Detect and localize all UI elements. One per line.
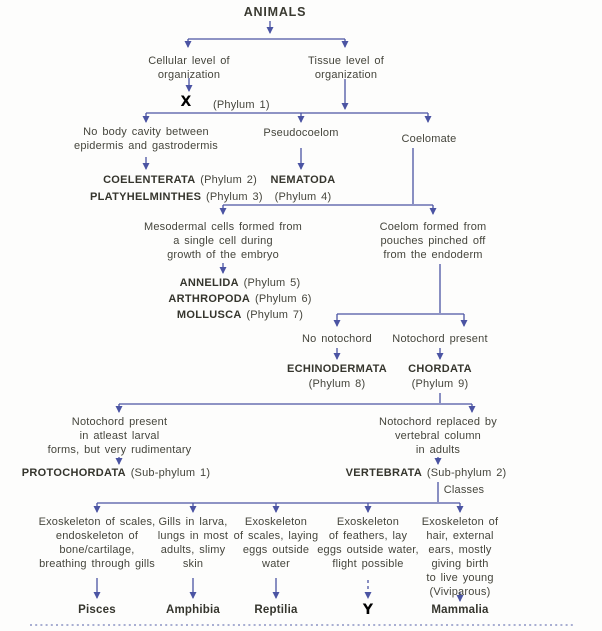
node-aves-desc: Exoskeleton of feathers, lay eggs outsid…: [317, 516, 419, 570]
node-amphibia: Amphibia: [166, 604, 220, 616]
node-notochord-present: Notochord present: [392, 333, 488, 345]
taxon-rank: (Phylum 2): [200, 174, 257, 186]
node-chordata-rank: (Phylum 9): [411, 378, 469, 390]
node-platyhelminthes: PLATYHELMINTHES (Phylum 3): [90, 190, 263, 204]
node-coelenterata: COELENTERATA (Phylum 2): [95, 173, 265, 187]
taxon-name: COELENTERATA: [103, 174, 196, 186]
node-echinodermata-rank: (Phylum 8): [308, 378, 366, 390]
node-protochordata-desc: Notochord present in atleast larval form…: [47, 416, 192, 456]
node-tissue-level: Tissue level of organization: [308, 55, 384, 81]
node-vertebrata: VERTEBRATA (Sub-phylum 2): [326, 466, 526, 480]
node-phylum-1-rank: (Phylum 1): [213, 99, 270, 111]
taxon-name: PLATYHELMINTHES: [90, 191, 202, 203]
node-classes-heading: Classes: [443, 484, 485, 496]
taxon-name: ARTHROPODA: [168, 293, 251, 305]
annotation-y: Y: [362, 602, 374, 618]
taxon-rank: (Phylum 7): [246, 309, 304, 321]
node-mollusca: MOLLUSCA (Phylum 7): [155, 308, 325, 322]
taxon-rank: (Phylum 5): [243, 277, 301, 289]
taxon-name: ANNELIDA: [179, 277, 239, 289]
node-pseudocoelom: Pseudocoelom: [263, 127, 339, 139]
node-nematoda-rank: (Phylum 4): [274, 191, 332, 203]
node-annelida: ANNELIDA (Phylum 5): [155, 276, 325, 290]
node-nematoda: NEMATODA: [270, 174, 336, 186]
node-chordata: CHORDATA: [408, 363, 472, 375]
taxon-rank: (Phylum 6): [254, 293, 312, 305]
node-cellular-level: Cellular level of organization: [148, 55, 230, 81]
node-no-notochord: No notochord: [302, 333, 372, 345]
taxon-name: VERTEBRATA: [345, 467, 423, 479]
annotation-x: X: [180, 94, 192, 110]
node-coelomate: Coelomate: [401, 133, 457, 145]
node-vertebrata-desc: Notochord replaced by vertebral column i…: [379, 416, 497, 456]
taxon-rank: (Sub-phylum 1): [130, 467, 211, 479]
taxon-name: MOLLUSCA: [176, 309, 242, 321]
node-pisces: Pisces: [78, 604, 116, 616]
node-arthropoda: ARTHROPODA (Phylum 6): [155, 292, 325, 306]
node-echinodermata: ECHINODERMATA: [286, 363, 388, 375]
taxon-rank: (Sub-phylum 2): [426, 467, 507, 479]
node-animals: ANIMALS: [243, 5, 307, 19]
node-pisces-desc: Exoskeleton of scales, endoskeleton of b…: [38, 516, 156, 570]
node-reptilia-desc: Exoskeleton of scales, laying eggs outsi…: [233, 516, 319, 570]
taxon-rank: (Phylum 3): [206, 191, 263, 203]
node-reptilia: Reptilia: [254, 604, 298, 616]
node-coelom-pouches-desc: Coelom formed from pouches pinched off f…: [379, 221, 487, 261]
node-mesodermal-desc: Mesodermal cells formed from a single ce…: [143, 221, 303, 261]
node-mammalia-desc: Exoskeleton of hair, external ears, most…: [421, 516, 499, 598]
node-no-body-cavity: No body cavity between epidermis and gas…: [74, 126, 218, 152]
node-amphibia-desc: Gills in larva, lungs in most adults, sl…: [157, 516, 229, 570]
node-mammalia: Mammalia: [431, 604, 489, 616]
node-protochordata: PROTOCHORDATA (Sub-phylum 1): [5, 466, 227, 480]
taxon-name: PROTOCHORDATA: [21, 467, 126, 479]
